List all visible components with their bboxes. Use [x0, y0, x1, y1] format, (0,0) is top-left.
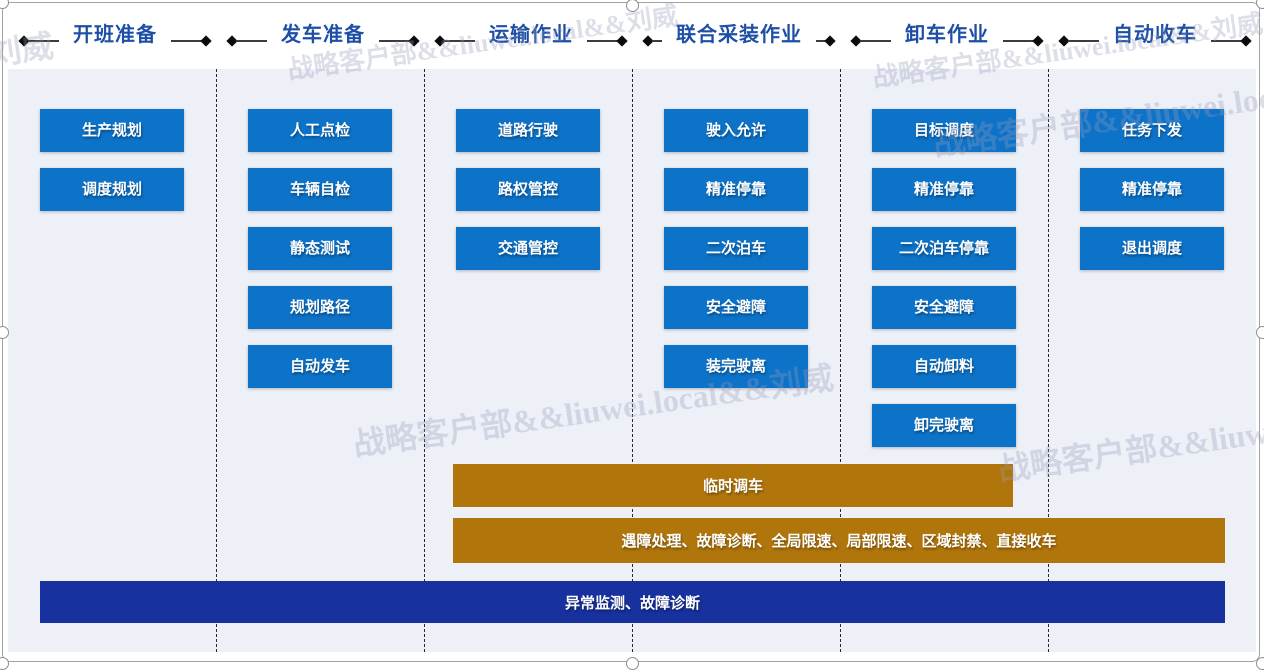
column-shouche: 任务下发 精准停靠 退出调度	[1048, 69, 1256, 270]
phase-header-lianhe: 联合采装作业	[632, 10, 840, 54]
step-box[interactable]: 目标调度	[872, 109, 1016, 152]
phase-title: 自动收车	[1113, 23, 1197, 46]
selection-handle-bottom-center[interactable]	[625, 656, 639, 670]
selection-handle-middle-left[interactable]	[0, 325, 9, 339]
column-xieche: 目标调度 精准停靠 二次泊车停靠 安全避障 自动卸料 卸完驶离	[840, 69, 1048, 447]
step-box[interactable]: 静态测试	[248, 227, 392, 270]
phase-header-kaiban: 开班准备	[8, 10, 216, 54]
step-box[interactable]: 精准停靠	[1080, 168, 1224, 211]
header-line	[816, 40, 826, 42]
column-lianhe: 驶入允许 精准停靠 二次泊车 安全避障 装完驶离	[632, 69, 840, 388]
header-line	[860, 40, 891, 42]
column-divider	[840, 69, 841, 652]
header-line	[236, 40, 267, 42]
selection-handle-bottom-left[interactable]	[0, 656, 9, 670]
phase-title: 发车准备	[281, 23, 365, 46]
diamond-icon	[1032, 35, 1044, 47]
selection-handle-middle-right[interactable]	[1255, 325, 1264, 339]
step-box[interactable]: 退出调度	[1080, 227, 1224, 270]
header-line	[1003, 40, 1034, 42]
header-line	[1211, 40, 1242, 42]
selection-handle-top-right[interactable]	[1255, 0, 1264, 9]
monitoring-band[interactable]: 异常监测、故障诊断	[40, 581, 1225, 623]
header-line	[171, 40, 202, 42]
step-box[interactable]: 道路行驶	[456, 109, 600, 152]
step-box[interactable]: 自动卸料	[872, 345, 1016, 388]
step-box[interactable]: 二次泊车停靠	[872, 227, 1016, 270]
phase-header-xieche: 卸车作业	[840, 10, 1048, 54]
column-fache: 人工点检 车辆自检 静态测试 规划路径 自动发车	[216, 69, 424, 388]
header-line	[587, 40, 618, 42]
phase-header-fache: 发车准备	[216, 10, 424, 54]
diamond-icon	[408, 35, 420, 47]
step-box[interactable]: 驶入允许	[664, 109, 808, 152]
step-box[interactable]: 规划路径	[248, 286, 392, 329]
column-divider	[632, 69, 633, 652]
step-box[interactable]: 装完驶离	[664, 345, 808, 388]
header-line	[652, 40, 662, 42]
step-box[interactable]: 交通管控	[456, 227, 600, 270]
header-line	[379, 40, 410, 42]
step-box[interactable]: 精准停靠	[664, 168, 808, 211]
phase-title: 卸车作业	[905, 23, 989, 46]
step-box[interactable]: 安全避障	[664, 286, 808, 329]
diamond-icon	[616, 35, 628, 47]
step-box[interactable]: 任务下发	[1080, 109, 1224, 152]
step-box[interactable]: 人工点检	[248, 109, 392, 152]
header-line	[1068, 40, 1099, 42]
header-line	[444, 40, 475, 42]
step-box[interactable]: 车辆自检	[248, 168, 392, 211]
selection-handle-bottom-right[interactable]	[1255, 656, 1264, 670]
header-line	[28, 40, 59, 42]
diamond-icon	[1240, 35, 1252, 47]
phase-header-row: 开班准备 发车准备 运输作业 联合采装作业 卸车	[8, 10, 1256, 54]
phase-header-yunshu: 运输作业	[424, 10, 632, 54]
column-divider	[1048, 69, 1049, 652]
column-divider	[424, 69, 425, 652]
step-box[interactable]: 调度规划	[40, 168, 184, 211]
step-box[interactable]: 路权管控	[456, 168, 600, 211]
column-yunshu: 道路行驶 路权管控 交通管控	[424, 69, 632, 270]
column-divider	[216, 69, 217, 652]
diamond-icon	[824, 35, 836, 47]
temp-dispatch-band[interactable]: 临时调车	[453, 464, 1013, 507]
exception-ops-band[interactable]: 遇障处理、故障诊断、全局限速、局部限速、区域封禁、直接收车	[453, 518, 1225, 563]
selection-handle-top-center[interactable]	[625, 0, 639, 12]
diamond-icon	[200, 35, 212, 47]
selection-handle-top-left[interactable]	[0, 0, 9, 9]
step-box[interactable]: 精准停靠	[872, 168, 1016, 211]
phase-header-shouche: 自动收车	[1048, 10, 1256, 54]
step-box[interactable]: 卸完驶离	[872, 404, 1016, 447]
phase-title: 联合采装作业	[676, 23, 802, 46]
step-box[interactable]: 生产规划	[40, 109, 184, 152]
column-kaiban: 生产规划 调度规划	[8, 69, 216, 211]
phase-title: 运输作业	[489, 23, 573, 46]
step-box[interactable]: 二次泊车	[664, 227, 808, 270]
step-box[interactable]: 安全避障	[872, 286, 1016, 329]
step-box[interactable]: 自动发车	[248, 345, 392, 388]
phase-title: 开班准备	[73, 23, 157, 46]
